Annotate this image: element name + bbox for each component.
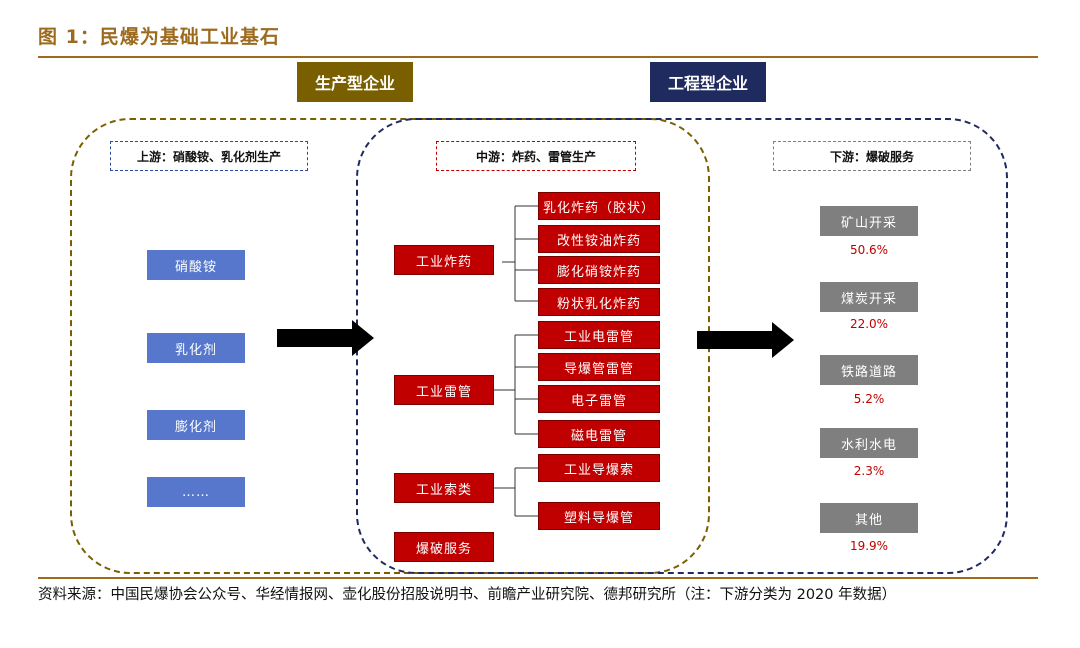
- upstream-item-ellipsis: ……: [147, 477, 245, 507]
- downstream-pct-rail-road: 5.2%: [853, 392, 885, 406]
- downstream-item-hydropower: 水利水电: [820, 428, 918, 458]
- figure-title: 图 1：民爆为基础工业基石: [38, 26, 280, 48]
- upstream-item-emulsifier: 乳化剂: [147, 333, 245, 363]
- downstream-label: 下游：爆破服务: [773, 141, 971, 171]
- downstream-item-rail-road: 铁路道路: [820, 355, 918, 385]
- mid-item-modified-anfo: 改性铵油炸药: [538, 225, 660, 253]
- mid-item-expanded-an-explosive: 膨化硝铵炸药: [538, 256, 660, 284]
- midstream-label: 中游：炸药、雷管生产: [436, 141, 636, 171]
- mid-item-magnetoelectric-detonator: 磁电雷管: [538, 420, 660, 448]
- downstream-item-coal-mining: 煤炭开采: [820, 282, 918, 312]
- downstream-pct-hydropower: 2.3%: [853, 464, 885, 478]
- mid-item-emulsion-explosive: 乳化炸药（胶状）: [538, 192, 660, 220]
- mid-item-plastic-shock-tube: 塑料导爆管: [538, 502, 660, 530]
- mid-item-electronic-detonator: 电子雷管: [538, 385, 660, 413]
- flow-arrow-downstream: [697, 322, 794, 358]
- production-company-tag: 生产型企业: [297, 62, 413, 102]
- mid-item-electric-detonator: 工业电雷管: [538, 321, 660, 349]
- downstream-item-mining: 矿山开采: [820, 206, 918, 236]
- mid-group-industrial-detonators: 工业雷管: [394, 375, 494, 405]
- mid-group-industrial-explosives: 工业炸药: [394, 245, 494, 275]
- upstream-item-expanding-agent: 膨化剂: [147, 410, 245, 440]
- bottom-rule: [38, 577, 1038, 579]
- downstream-item-other: 其他: [820, 503, 918, 533]
- downstream-pct-coal-mining: 22.0%: [849, 317, 889, 331]
- upstream-item-ammonium-nitrate: 硝酸铵: [147, 250, 245, 280]
- top-rule: [38, 56, 1038, 58]
- mid-item-powder-emulsion-explosive: 粉状乳化炸药: [538, 288, 660, 316]
- mid-group-blasting-service: 爆破服务: [394, 532, 494, 562]
- mid-item-detonating-cord: 工业导爆索: [538, 454, 660, 482]
- source-note: 资料来源：中国民爆协会公众号、华经情报网、壶化股份招股说明书、前瞻产业研究院、德…: [38, 587, 897, 603]
- flow-arrow-upstream: [277, 320, 374, 356]
- upstream-label: 上游：硝酸铵、乳化剂生产: [110, 141, 308, 171]
- downstream-pct-mining: 50.6%: [849, 243, 889, 257]
- mid-group-industrial-cords: 工业索类: [394, 473, 494, 503]
- downstream-pct-other: 19.9%: [849, 539, 889, 553]
- mid-item-nonel-detonator: 导爆管雷管: [538, 353, 660, 381]
- engineering-company-tag: 工程型企业: [650, 62, 766, 102]
